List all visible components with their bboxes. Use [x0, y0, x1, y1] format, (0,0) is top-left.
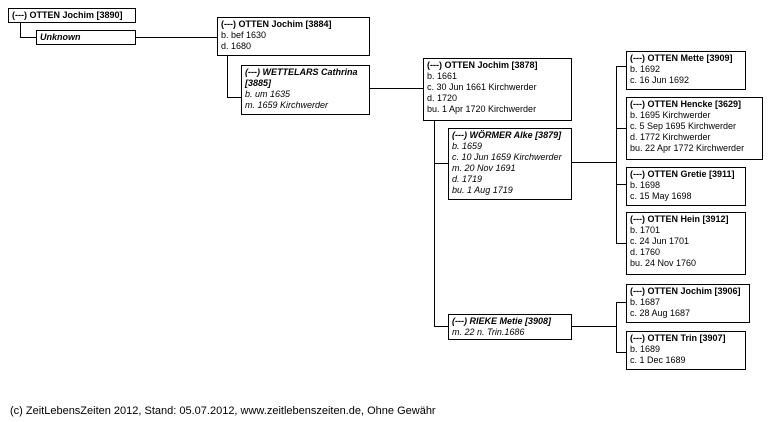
person-detail: m. 22 n. Trin.1686 [452, 327, 525, 337]
person-name: (---) WÖRMER Alke [3879] [452, 130, 562, 140]
person-box-otten-jochim-3884[interactable]: (---) OTTEN Jochim [3884] b. bef 1630 d.… [217, 17, 370, 56]
person-box-otten-hencke-3629[interactable]: (---) OTTEN Hencke [3629] b. 1695 Kirchw… [626, 97, 763, 160]
person-detail: b. 1687 [630, 297, 661, 307]
person-detail: d. 1760 [630, 247, 661, 257]
person-detail: b. 1692 [630, 64, 661, 74]
person-detail: b. 1659 [452, 141, 483, 151]
person-box-otten-gretie-3911[interactable]: (---) OTTEN Gretie [3911] b. 1698 c. 15 … [626, 167, 746, 206]
person-name: (---) OTTEN Jochim [3878] [427, 60, 538, 70]
person-name: (---) OTTEN Mette [3909] [630, 53, 733, 63]
person-box-otten-trin-3907[interactable]: (---) OTTEN Trin [3907] b. 1689 c. 1 Dec… [626, 331, 746, 370]
person-detail: m. 20 Nov 1691 [452, 163, 516, 173]
person-box-otten-hein-3912[interactable]: (---) OTTEN Hein [3912] b. 1701 c. 24 Ju… [626, 212, 746, 275]
person-name: (---) WETTELARS Cathrina [245, 67, 358, 77]
connector-line [616, 352, 626, 353]
connector-line [227, 97, 241, 98]
person-detail: bu. 1 Aug 1719 [452, 185, 513, 195]
person-detail: d. 1719 [452, 174, 483, 184]
person-name: (---) OTTEN Gretie [3911] [630, 169, 735, 179]
connector-line [20, 37, 36, 38]
person-box-woermer-alke-3879[interactable]: (---) WÖRMER Alke [3879] b. 1659 c. 10 J… [448, 128, 572, 200]
person-detail: b. 1698 [630, 180, 661, 190]
connector-line [434, 163, 448, 164]
connector-line [20, 22, 21, 37]
connector-line [434, 121, 435, 326]
person-name: (---) OTTEN Jochim [3906] [630, 286, 741, 296]
connector-line [136, 37, 217, 38]
person-box-wettelars-cathrina-3885[interactable]: (---) WETTELARS Cathrina [3885] b. um 16… [241, 65, 370, 115]
person-name: (---) OTTEN Hein [3912] [630, 214, 729, 224]
connector-line [616, 243, 626, 244]
person-name: (---) OTTEN Hencke [3629] [630, 99, 742, 109]
connector-line [616, 184, 626, 185]
person-detail: c. 16 Jun 1692 [630, 75, 690, 85]
person-name: (---) OTTEN Trin [3907] [630, 333, 726, 343]
copyright-footer: (c) ZeitLebensZeiten 2012, Stand: 05.07.… [10, 405, 436, 417]
person-detail: c. 5 Sep 1695 Kirchwerder [630, 121, 737, 131]
person-detail: d. 1680 [221, 41, 252, 51]
connector-line [572, 162, 616, 163]
person-box-otten-jochim-3878[interactable]: (---) OTTEN Jochim [3878] b. 1661 c. 30 … [423, 58, 572, 121]
person-detail: b. 1689 [630, 344, 661, 354]
person-name: (---) OTTEN Jochim [3884] [221, 19, 332, 29]
connector-line [616, 66, 617, 243]
connector-line [616, 128, 626, 129]
person-detail: c. 10 Jun 1659 Kirchwerder [452, 152, 562, 162]
person-box-otten-mette-3909[interactable]: (---) OTTEN Mette [3909] b. 1692 c. 16 J… [626, 51, 746, 90]
person-detail: bu. 1 Apr 1720 Kirchwerder [427, 104, 537, 114]
person-box-otten-jochim-3906[interactable]: (---) OTTEN Jochim [3906] b. 1687 c. 28 … [626, 284, 750, 323]
person-box-rieke-metie-3908[interactable]: (---) RIEKE Metie [3908] m. 22 n. Trin.1… [448, 314, 572, 340]
connector-line [616, 302, 626, 303]
person-name: (---) OTTEN Jochim [3890] [12, 10, 123, 20]
person-name-continued: [3885] [245, 78, 272, 88]
person-detail: c. 24 Jun 1701 [630, 236, 690, 246]
connector-line [616, 66, 626, 67]
connector-line [572, 326, 616, 327]
connector-line [434, 326, 448, 327]
person-detail: m. 1659 Kirchwerder [245, 100, 329, 110]
connector-line [616, 302, 617, 352]
person-detail: bu. 24 Nov 1760 [630, 258, 697, 268]
person-name: (---) RIEKE Metie [3908] [452, 316, 552, 326]
person-detail: b. 1661 [427, 71, 458, 81]
connector-line [227, 56, 228, 97]
person-detail: b. um 1635 [245, 89, 291, 99]
person-detail: c. 1 Dec 1689 [630, 355, 686, 365]
person-detail: bu. 22 Apr 1772 Kirchwerder [630, 143, 745, 153]
person-box-unknown[interactable]: Unknown [36, 30, 136, 45]
person-box-otten-jochim-3890[interactable]: (---) OTTEN Jochim [3890] [8, 8, 136, 23]
person-detail: c. 30 Jun 1661 Kirchwerder [427, 82, 537, 92]
person-detail: b. 1695 Kirchwerder [630, 110, 711, 120]
person-detail: b. bef 1630 [221, 30, 267, 40]
connector-line [370, 88, 423, 89]
person-detail: d. 1720 [427, 93, 458, 103]
person-detail: c. 15 May 1698 [630, 191, 692, 201]
person-detail: b. 1701 [630, 225, 661, 235]
person-detail: c. 28 Aug 1687 [630, 308, 691, 318]
person-name: Unknown [40, 32, 81, 42]
person-detail: d. 1772 Kirchwerder [630, 132, 711, 142]
